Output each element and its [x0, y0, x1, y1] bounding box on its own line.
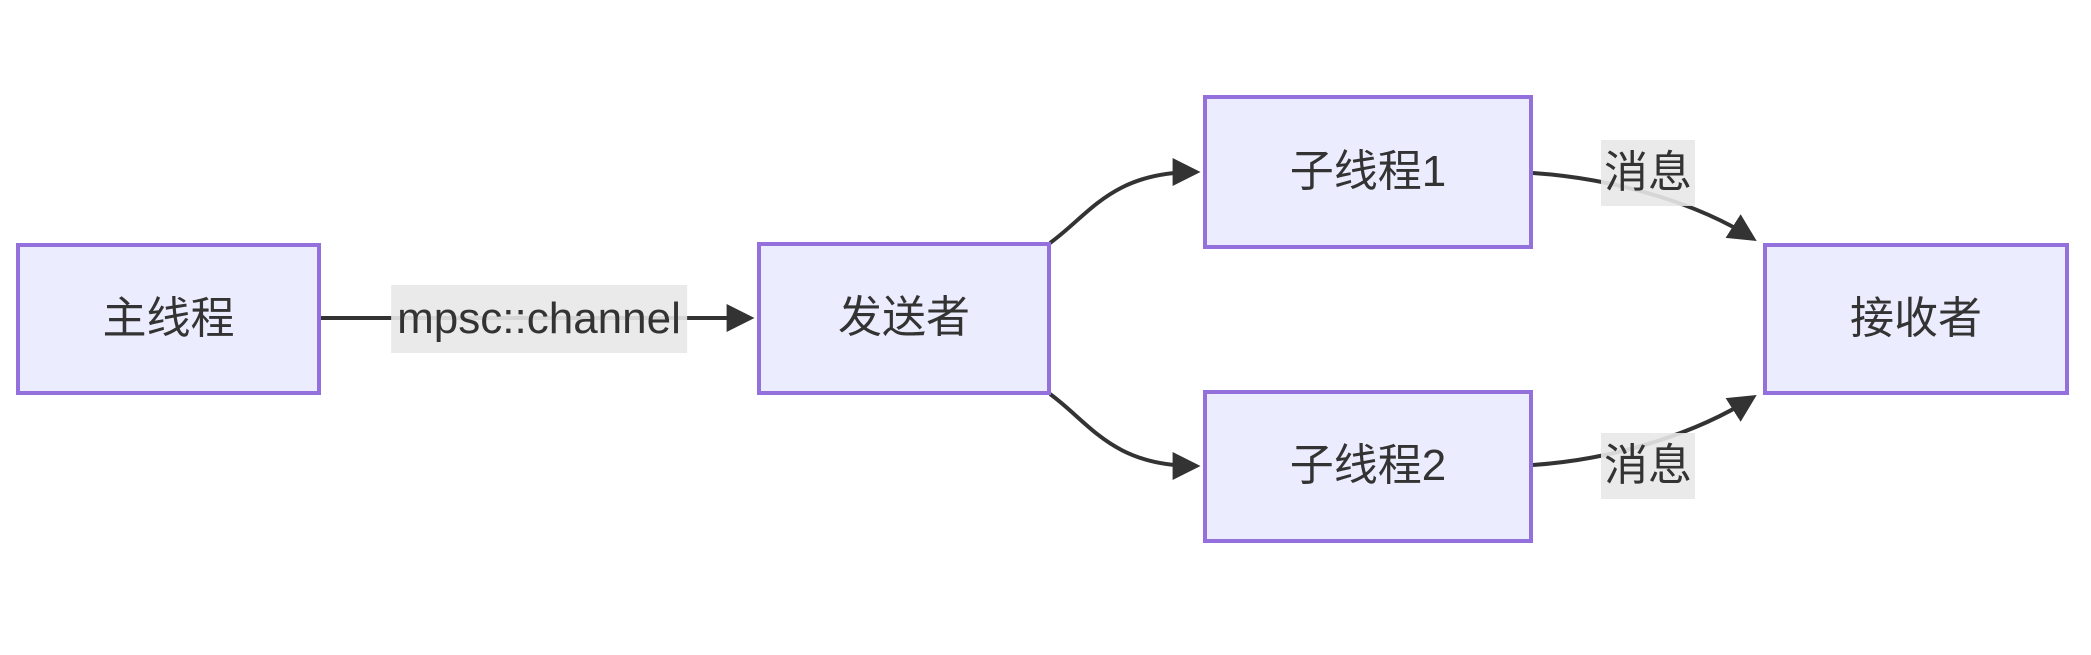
edge-sender-to-thread1: [1048, 158, 1201, 245]
node-receiver: 接收者: [1763, 243, 2069, 395]
node-thread2: 子线程2: [1203, 390, 1533, 543]
edge-sender-to-thread2: [1048, 392, 1201, 480]
edge-label-mpsc-channel: mpsc::channel: [391, 285, 687, 353]
edge-label-message-top: 消息: [1601, 140, 1695, 206]
node-main-thread: 主线程: [16, 243, 321, 395]
node-thread1: 子线程1: [1203, 95, 1533, 249]
node-sender: 发送者: [757, 242, 1051, 395]
edge-label-message-bottom: 消息: [1601, 433, 1695, 499]
